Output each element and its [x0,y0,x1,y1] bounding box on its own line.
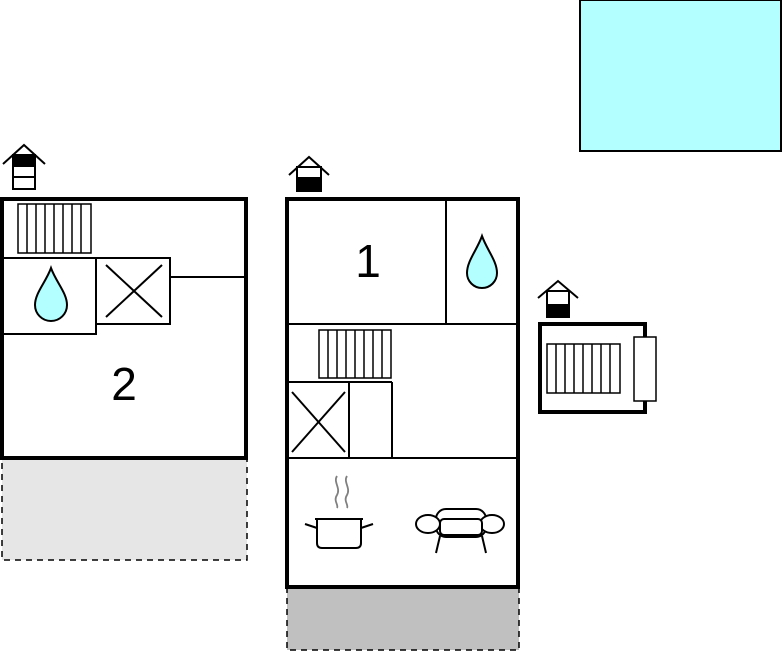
stairs-icon [95,257,171,325]
level-indicator-icon [288,155,330,192]
pool [579,0,782,152]
level-indicator-icon [537,279,579,318]
annex [537,279,657,414]
open-area [1,458,248,561]
floor-label: 1 [355,235,381,287]
floor-2: 2 [0,143,248,561]
floor-1: 1 [285,155,520,651]
building-outline [285,197,520,589]
sofa-icon [415,508,505,554]
cooking-pot-icon [304,475,374,549]
stairs-icon [291,391,346,453]
floor-label: 2 [111,358,137,410]
terrace [286,587,520,651]
building-outline [0,197,248,460]
level-indicator-icon [2,143,46,190]
radiator-icon [318,329,392,379]
radiator-icon [17,203,92,254]
interior-walls [287,199,518,459]
water-drop-icon [33,265,69,322]
water-drop-icon [465,233,499,289]
annex-extension [633,336,657,402]
radiator-icon [546,343,621,394]
